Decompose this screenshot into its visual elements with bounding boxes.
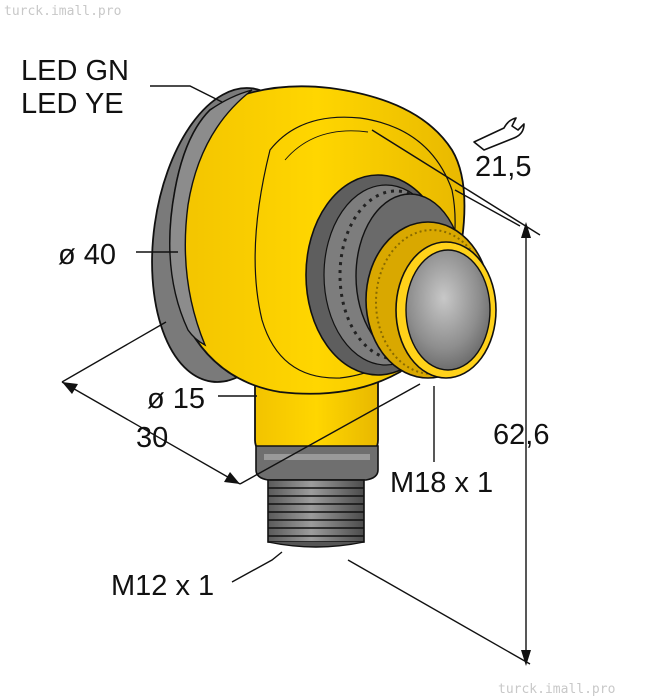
label-diameter-40: ø 40 xyxy=(58,239,116,271)
watermark-top: turck.imall.pro xyxy=(4,4,121,19)
watermark-bottom: turck.imall.pro xyxy=(498,682,615,697)
wrench-icon xyxy=(473,117,525,151)
label-height: 62,6 xyxy=(493,419,549,451)
label-diameter-15: ø 15 xyxy=(147,383,205,415)
label-wrench-size: 21,5 xyxy=(475,151,531,183)
label-led-ye: LED YE xyxy=(21,88,124,120)
m12-connector xyxy=(267,479,365,548)
sensor-body xyxy=(151,85,497,548)
label-led-gn: LED GN xyxy=(21,55,129,87)
label-depth-30: 30 xyxy=(136,422,168,454)
label-thread-m12: M12 x 1 xyxy=(111,570,214,602)
dimension-lines xyxy=(61,85,541,666)
label-thread-m18: M18 x 1 xyxy=(390,467,493,499)
m18-barrel xyxy=(365,221,497,379)
lens xyxy=(405,249,491,371)
